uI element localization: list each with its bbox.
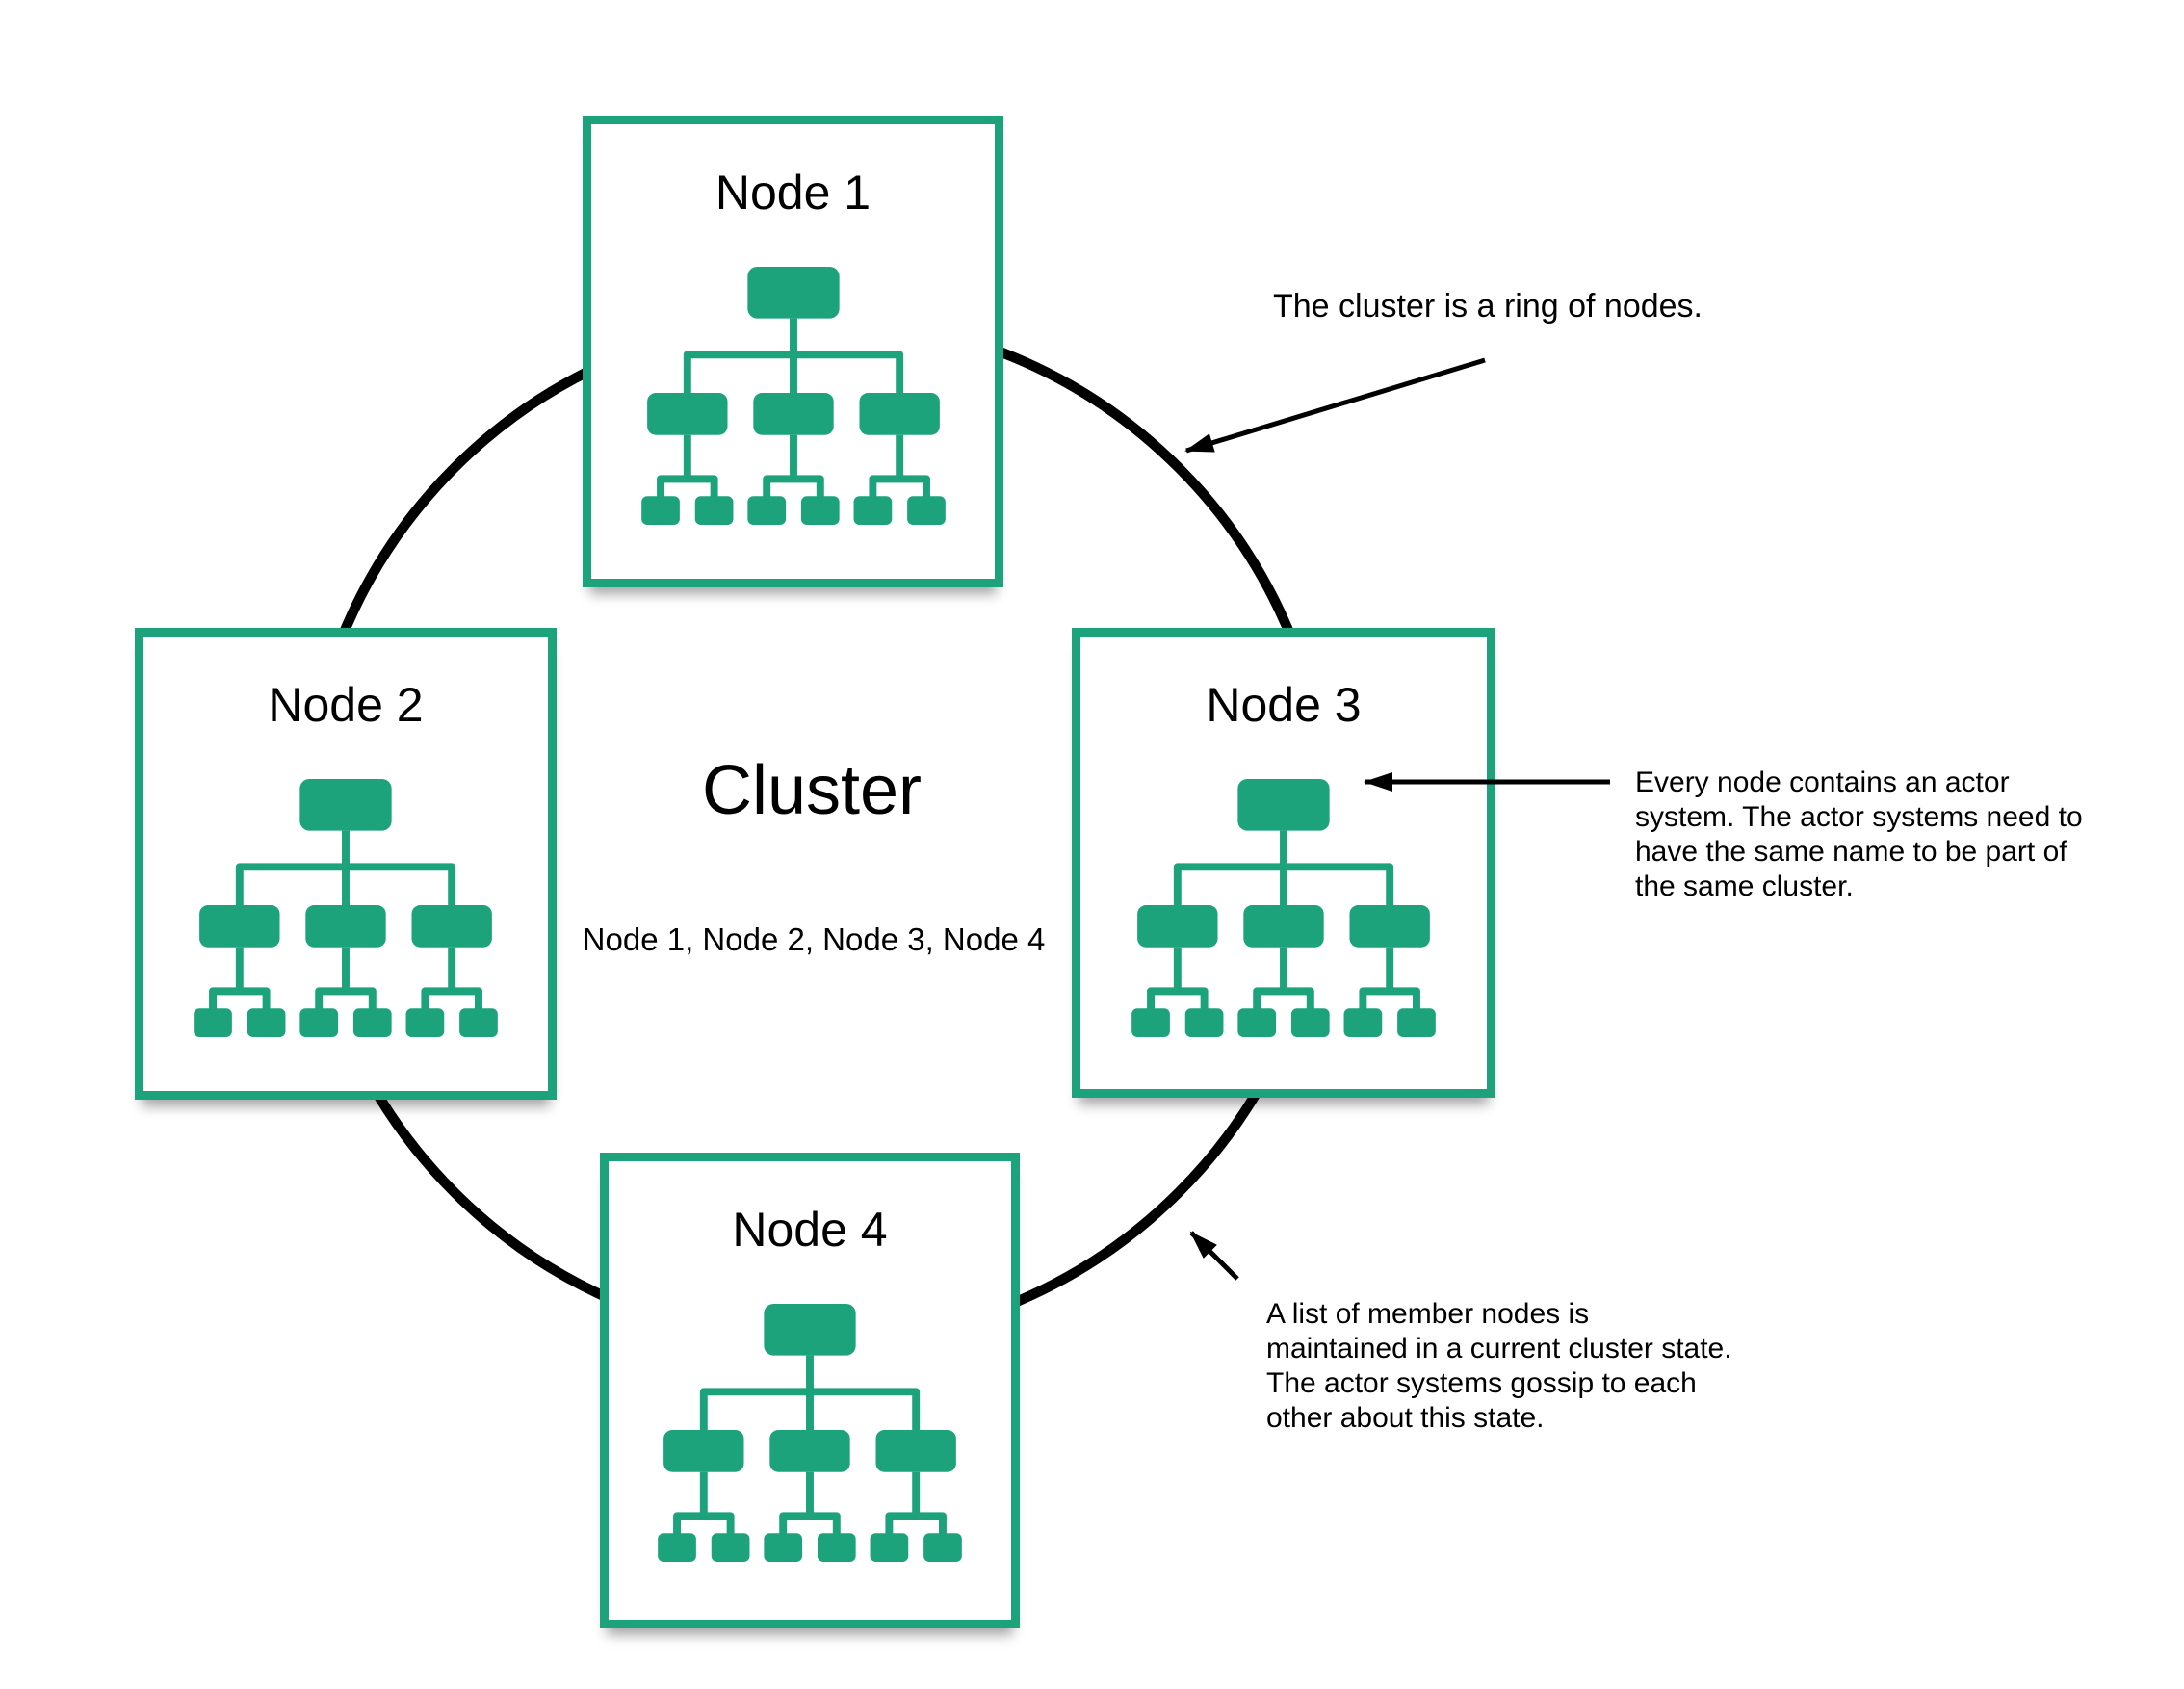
node-title: Node 3 (1206, 678, 1362, 732)
node-title: Node 2 (268, 678, 424, 732)
annotation-line: A list of member nodes is (1266, 1298, 1590, 1330)
node-card-4: Node 4 (600, 1153, 1020, 1628)
node-title: Node 4 (732, 1203, 888, 1257)
annotation-line: have the same name to be part of (1635, 836, 2067, 868)
ring-note-arrow (1184, 357, 1486, 454)
cluster-title: Cluster (701, 752, 923, 829)
actor-system-tree-icon (657, 1302, 963, 1562)
gossip-note-arrow (1189, 1231, 1239, 1281)
annotation-line: The actor systems gossip to each (1266, 1367, 1697, 1399)
annotation-line: system. The actor systems need to (1635, 801, 2083, 833)
actor-system-tree-icon (640, 265, 947, 525)
actor-system-tree-icon (1131, 777, 1437, 1037)
node-card-1: Node 1 (583, 116, 1003, 587)
annotation-ring-note: The cluster is a ring of nodes. (1273, 288, 1703, 325)
annotation-line: Every node contains an actor (1635, 767, 2010, 798)
cluster-members-list: Node 1, Node 2, Node 3, Node 4 (582, 922, 1046, 957)
node-title: Node 1 (715, 166, 871, 220)
actor-system-tree-icon (193, 777, 499, 1037)
node-card-3: Node 3 (1072, 628, 1495, 1098)
annotation-line: the same cluster. (1635, 870, 1854, 902)
annotation-actor-system-note: Every node contains an actor system. The… (1635, 766, 2136, 904)
node-card-2: Node 2 (135, 628, 557, 1100)
annotation-gossip-note: A list of member nodes is maintained in … (1266, 1297, 1767, 1436)
annotation-line: other about this state. (1266, 1402, 1545, 1434)
annotation-line: maintained in a current cluster state. (1266, 1333, 1732, 1364)
